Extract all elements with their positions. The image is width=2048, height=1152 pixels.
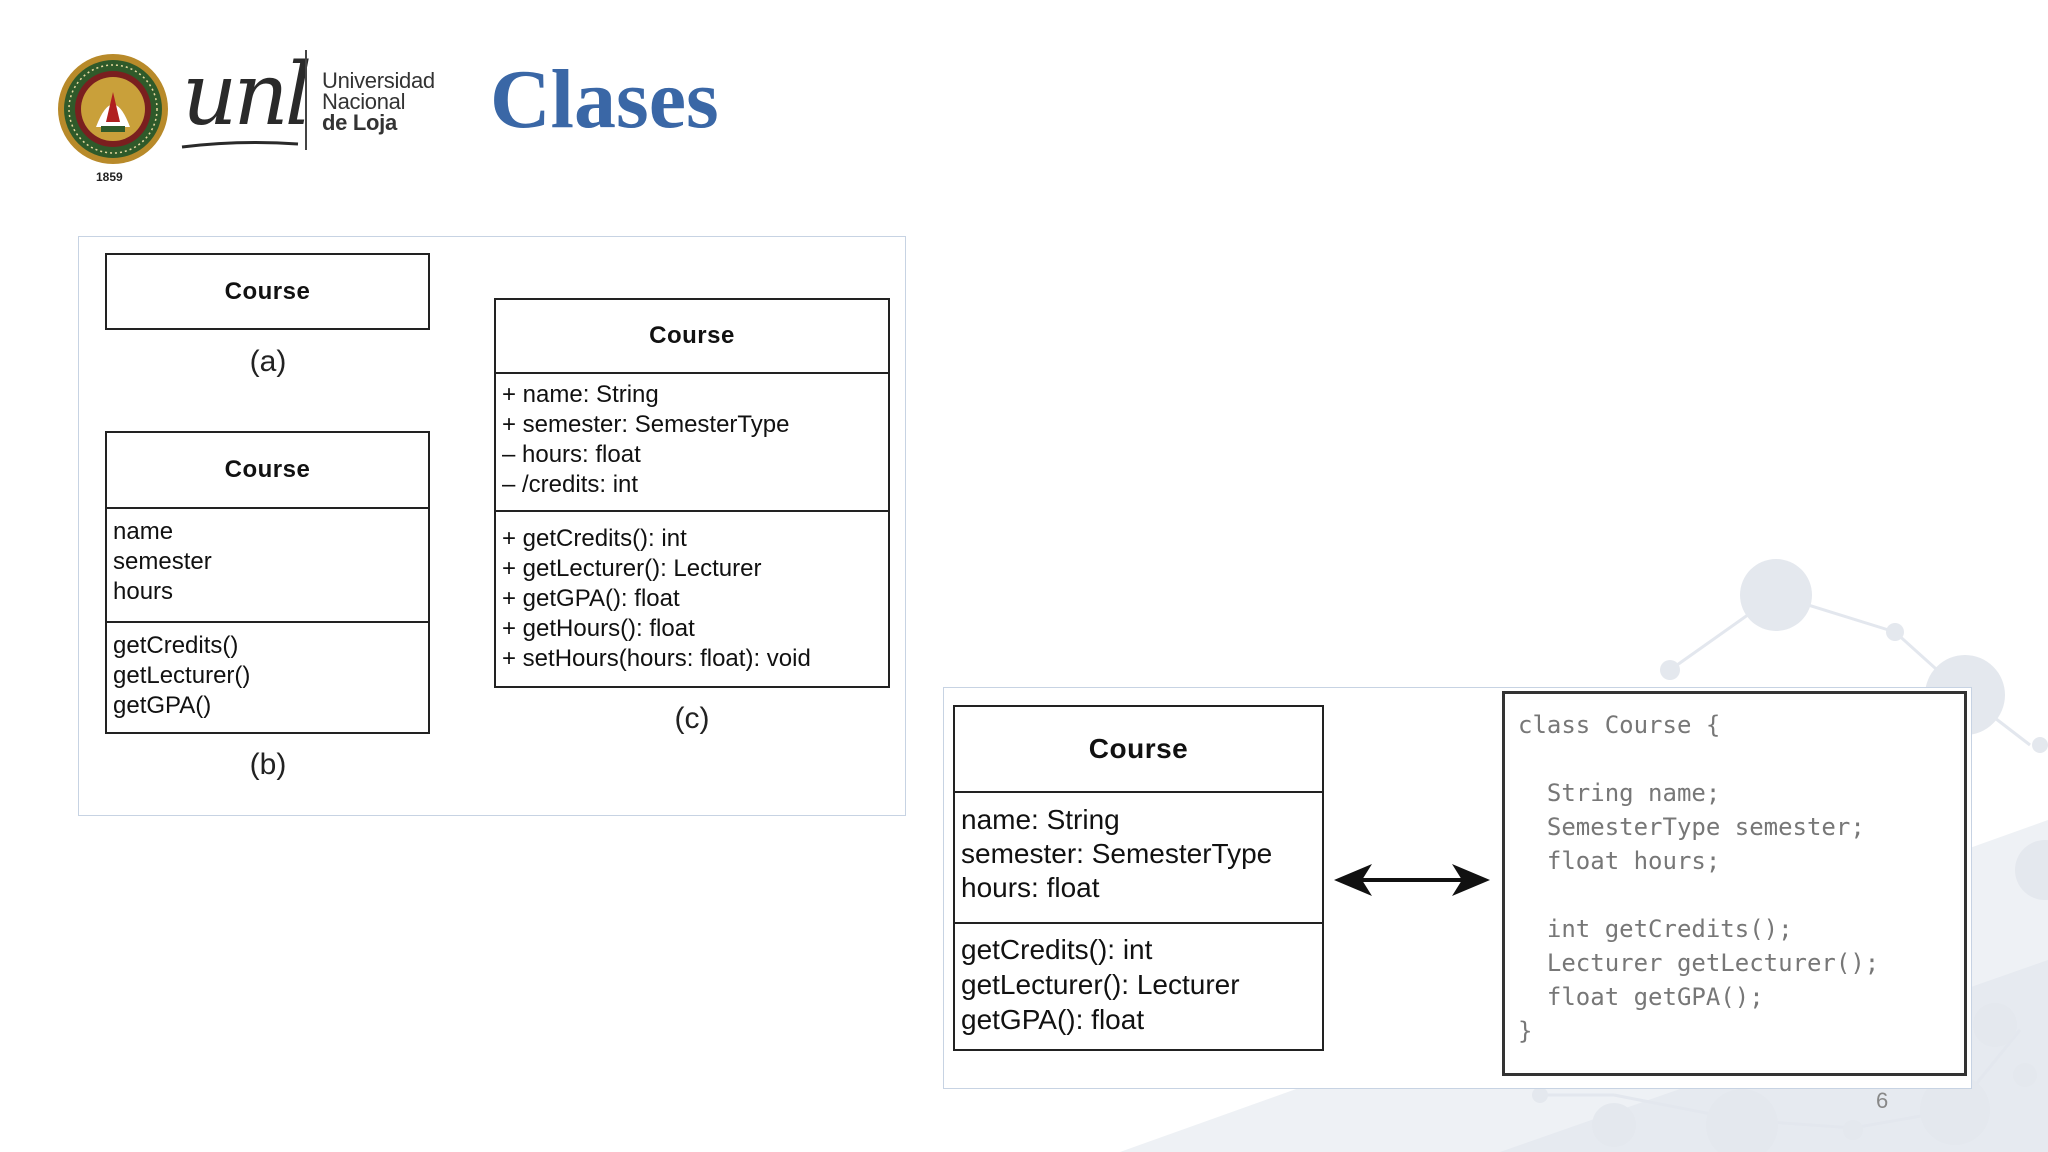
code-line-5: float hours; [1518,847,1721,875]
code-line-2 [1518,742,1964,776]
uml-class-b: Course name semester hours getCredits() … [105,431,430,734]
caption-a: (a) [249,345,287,378]
operation-c-1: + getCredits(): int [502,525,687,552]
operation-d-3: getGPA(): float [961,1004,1145,1035]
operation-b-2: getLecturer() [113,662,251,689]
university-name-line-1: Universidad [322,68,435,93]
uml-class-a: Course [105,253,430,330]
university-name: Universidad Nacional de Loja [322,68,435,135]
code-line-6 [1518,878,1964,912]
code-block: class Course { String name; SemesterType… [1502,691,1967,1076]
code-line-8: Lecturer getLecturer(); [1518,949,1880,977]
operation-b-3: getGPA() [113,692,212,719]
class-name-a: Course [224,277,311,305]
operation-c-3: + getGPA(): float [502,585,680,612]
operation-d-1: getCredits(): int [961,934,1153,965]
attribute-b-3: hours [113,578,174,605]
double-arrow-icon [1334,864,1490,896]
code-line-10: } [1518,1017,1533,1045]
operation-c-2: + getLecturer(): Lecturer [502,555,762,582]
university-seal-logo [58,54,168,164]
caption-c: (c) [674,702,710,735]
university-name-line-2: Nacional [322,89,406,114]
code-line-3: String name; [1518,779,1721,807]
caption-b: (b) [249,748,287,781]
seal-year: 1859 [96,170,123,184]
page-number: 6 [1876,1088,1889,1113]
attribute-c-4: – /credits: int [502,471,639,498]
operation-d-2: getLecturer(): Lecturer [961,969,1240,1000]
unl-wordmark: unl [182,45,312,145]
attribute-d-1: name: String [961,804,1120,835]
university-name-line-3: de Loja [322,110,397,135]
code-line-1: class Course { [1518,711,1721,739]
attributes-b: name semester hours [107,507,428,621]
unl-underline [181,141,299,149]
operation-c-5: + setHours(hours: float): void [502,645,811,672]
operation-c-4: + getHours(): float [502,615,695,642]
class-name-d: Course [1088,733,1189,764]
attribute-c-1: + name: String [502,381,659,408]
class-name-c: Course [649,322,735,349]
operations-d: getCredits(): int getLecturer(): Lecture… [955,922,1322,1049]
attributes-d: name: String semester: SemesterType hour… [955,791,1322,922]
attribute-b-1: name [113,518,174,545]
class-name-b: Course [224,456,311,483]
code-line-9: float getGPA(); [1518,983,1764,1011]
attribute-b-2: semester [113,548,212,575]
code-line-4: SemesterType semester; [1518,813,1865,841]
code-line-7: int getCredits(); [1518,915,1793,943]
slide-title: Clases [490,53,719,146]
attribute-d-2: semester: SemesterType [961,838,1273,869]
attribute-d-3: hours: float [961,872,1100,903]
attributes-c: + name: String + semester: SemesterType … [496,372,888,510]
logo-divider [305,50,307,150]
attribute-c-3: – hours: float [502,441,641,468]
uml-class-c: Course + name: String + semester: Semest… [494,298,890,688]
uml-class-d: Course name: String semester: SemesterTy… [953,705,1324,1051]
operations-c: + getCredits(): int + getLecturer(): Lec… [496,510,888,686]
attribute-c-2: + semester: SemesterType [502,411,790,438]
operation-b-1: getCredits() [113,632,239,659]
operations-b: getCredits() getLecturer() getGPA() [107,621,428,732]
